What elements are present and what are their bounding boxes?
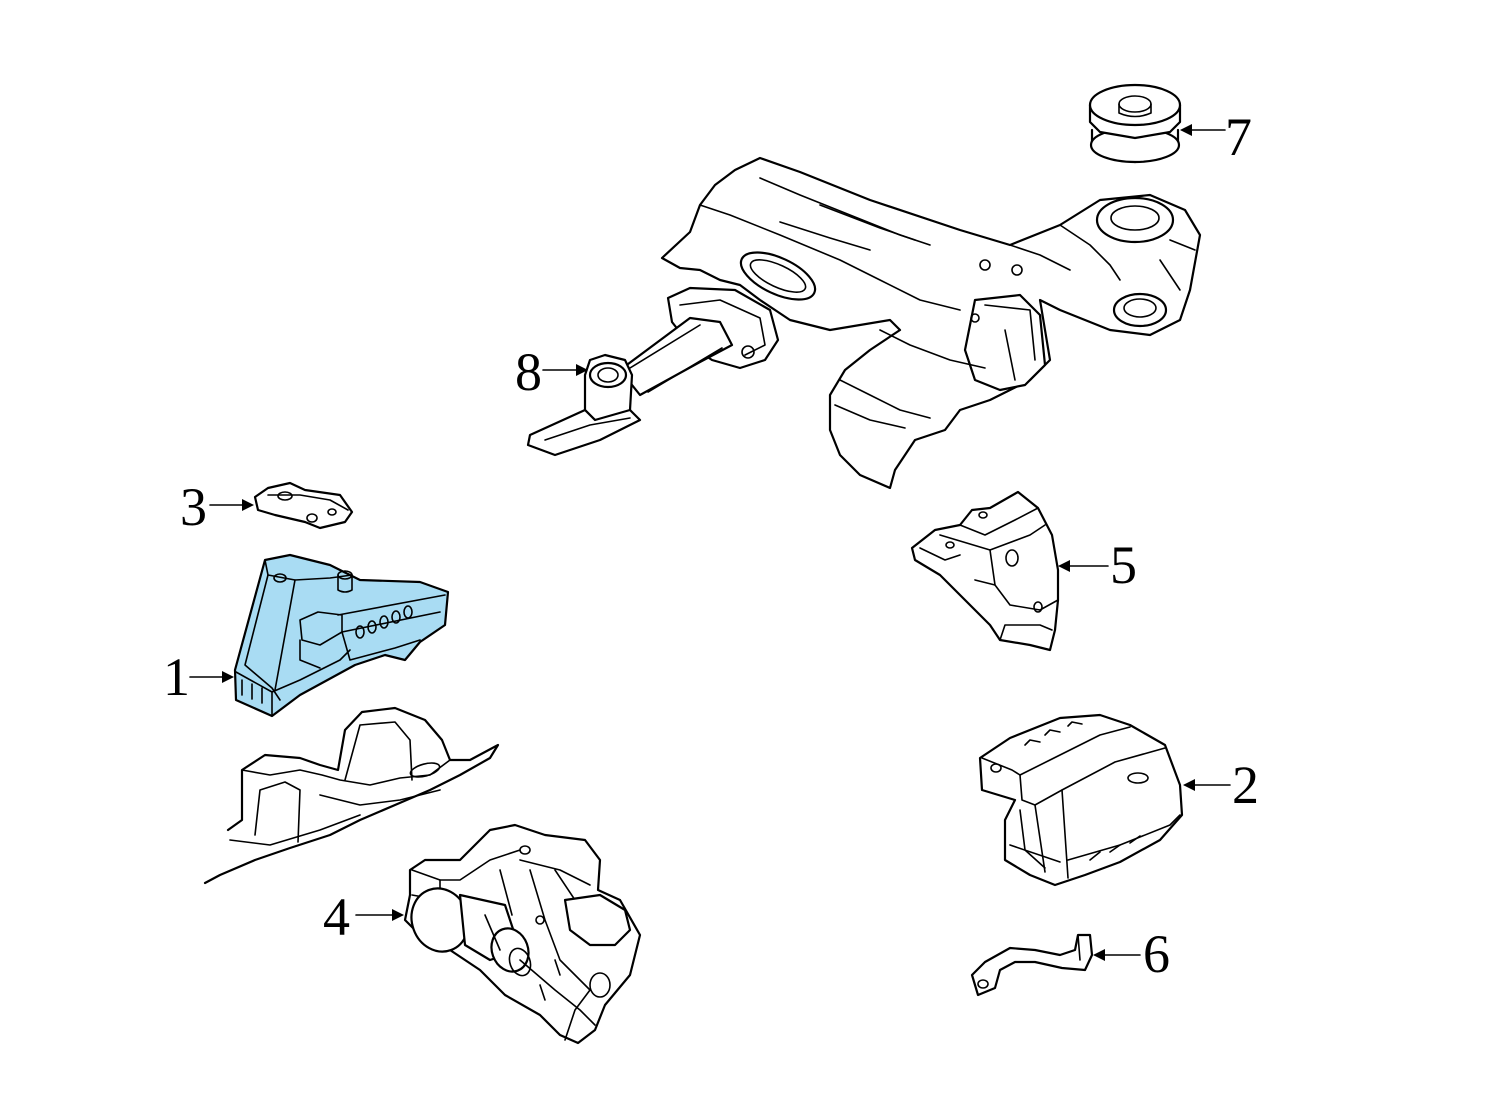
transmission-mount-part xyxy=(233,553,450,718)
callout-2: 2 xyxy=(1183,755,1259,815)
callout-4: 4 xyxy=(323,887,404,947)
callout-label-3: 3 xyxy=(180,477,207,537)
callout-label-5: 5 xyxy=(1110,535,1137,595)
callout-label-4: 4 xyxy=(323,887,350,947)
mount-bracket-part xyxy=(910,490,1060,652)
callout-label-1: 1 xyxy=(163,647,190,707)
right-mount-part xyxy=(978,713,1184,887)
subframe-part xyxy=(660,156,1202,490)
callout-label-8: 8 xyxy=(515,342,542,402)
engine-mount-part xyxy=(403,823,642,1045)
small-bracket-part xyxy=(253,481,354,530)
callout-label-6: 6 xyxy=(1143,924,1170,984)
bushing-part xyxy=(1088,83,1182,164)
callout-5: 5 xyxy=(1058,535,1137,595)
callout-8: 8 xyxy=(515,342,588,402)
strap-part xyxy=(970,933,1094,997)
callout-label-7: 7 xyxy=(1225,107,1252,167)
callout-3: 3 xyxy=(180,477,254,537)
callout-7: 7 xyxy=(1180,107,1252,167)
body-rail-part xyxy=(203,706,500,885)
callout-1: 1 xyxy=(163,647,234,707)
callout-6: 6 xyxy=(1093,924,1170,984)
callout-label-2: 2 xyxy=(1232,755,1259,815)
torque-rod-part xyxy=(526,286,780,457)
